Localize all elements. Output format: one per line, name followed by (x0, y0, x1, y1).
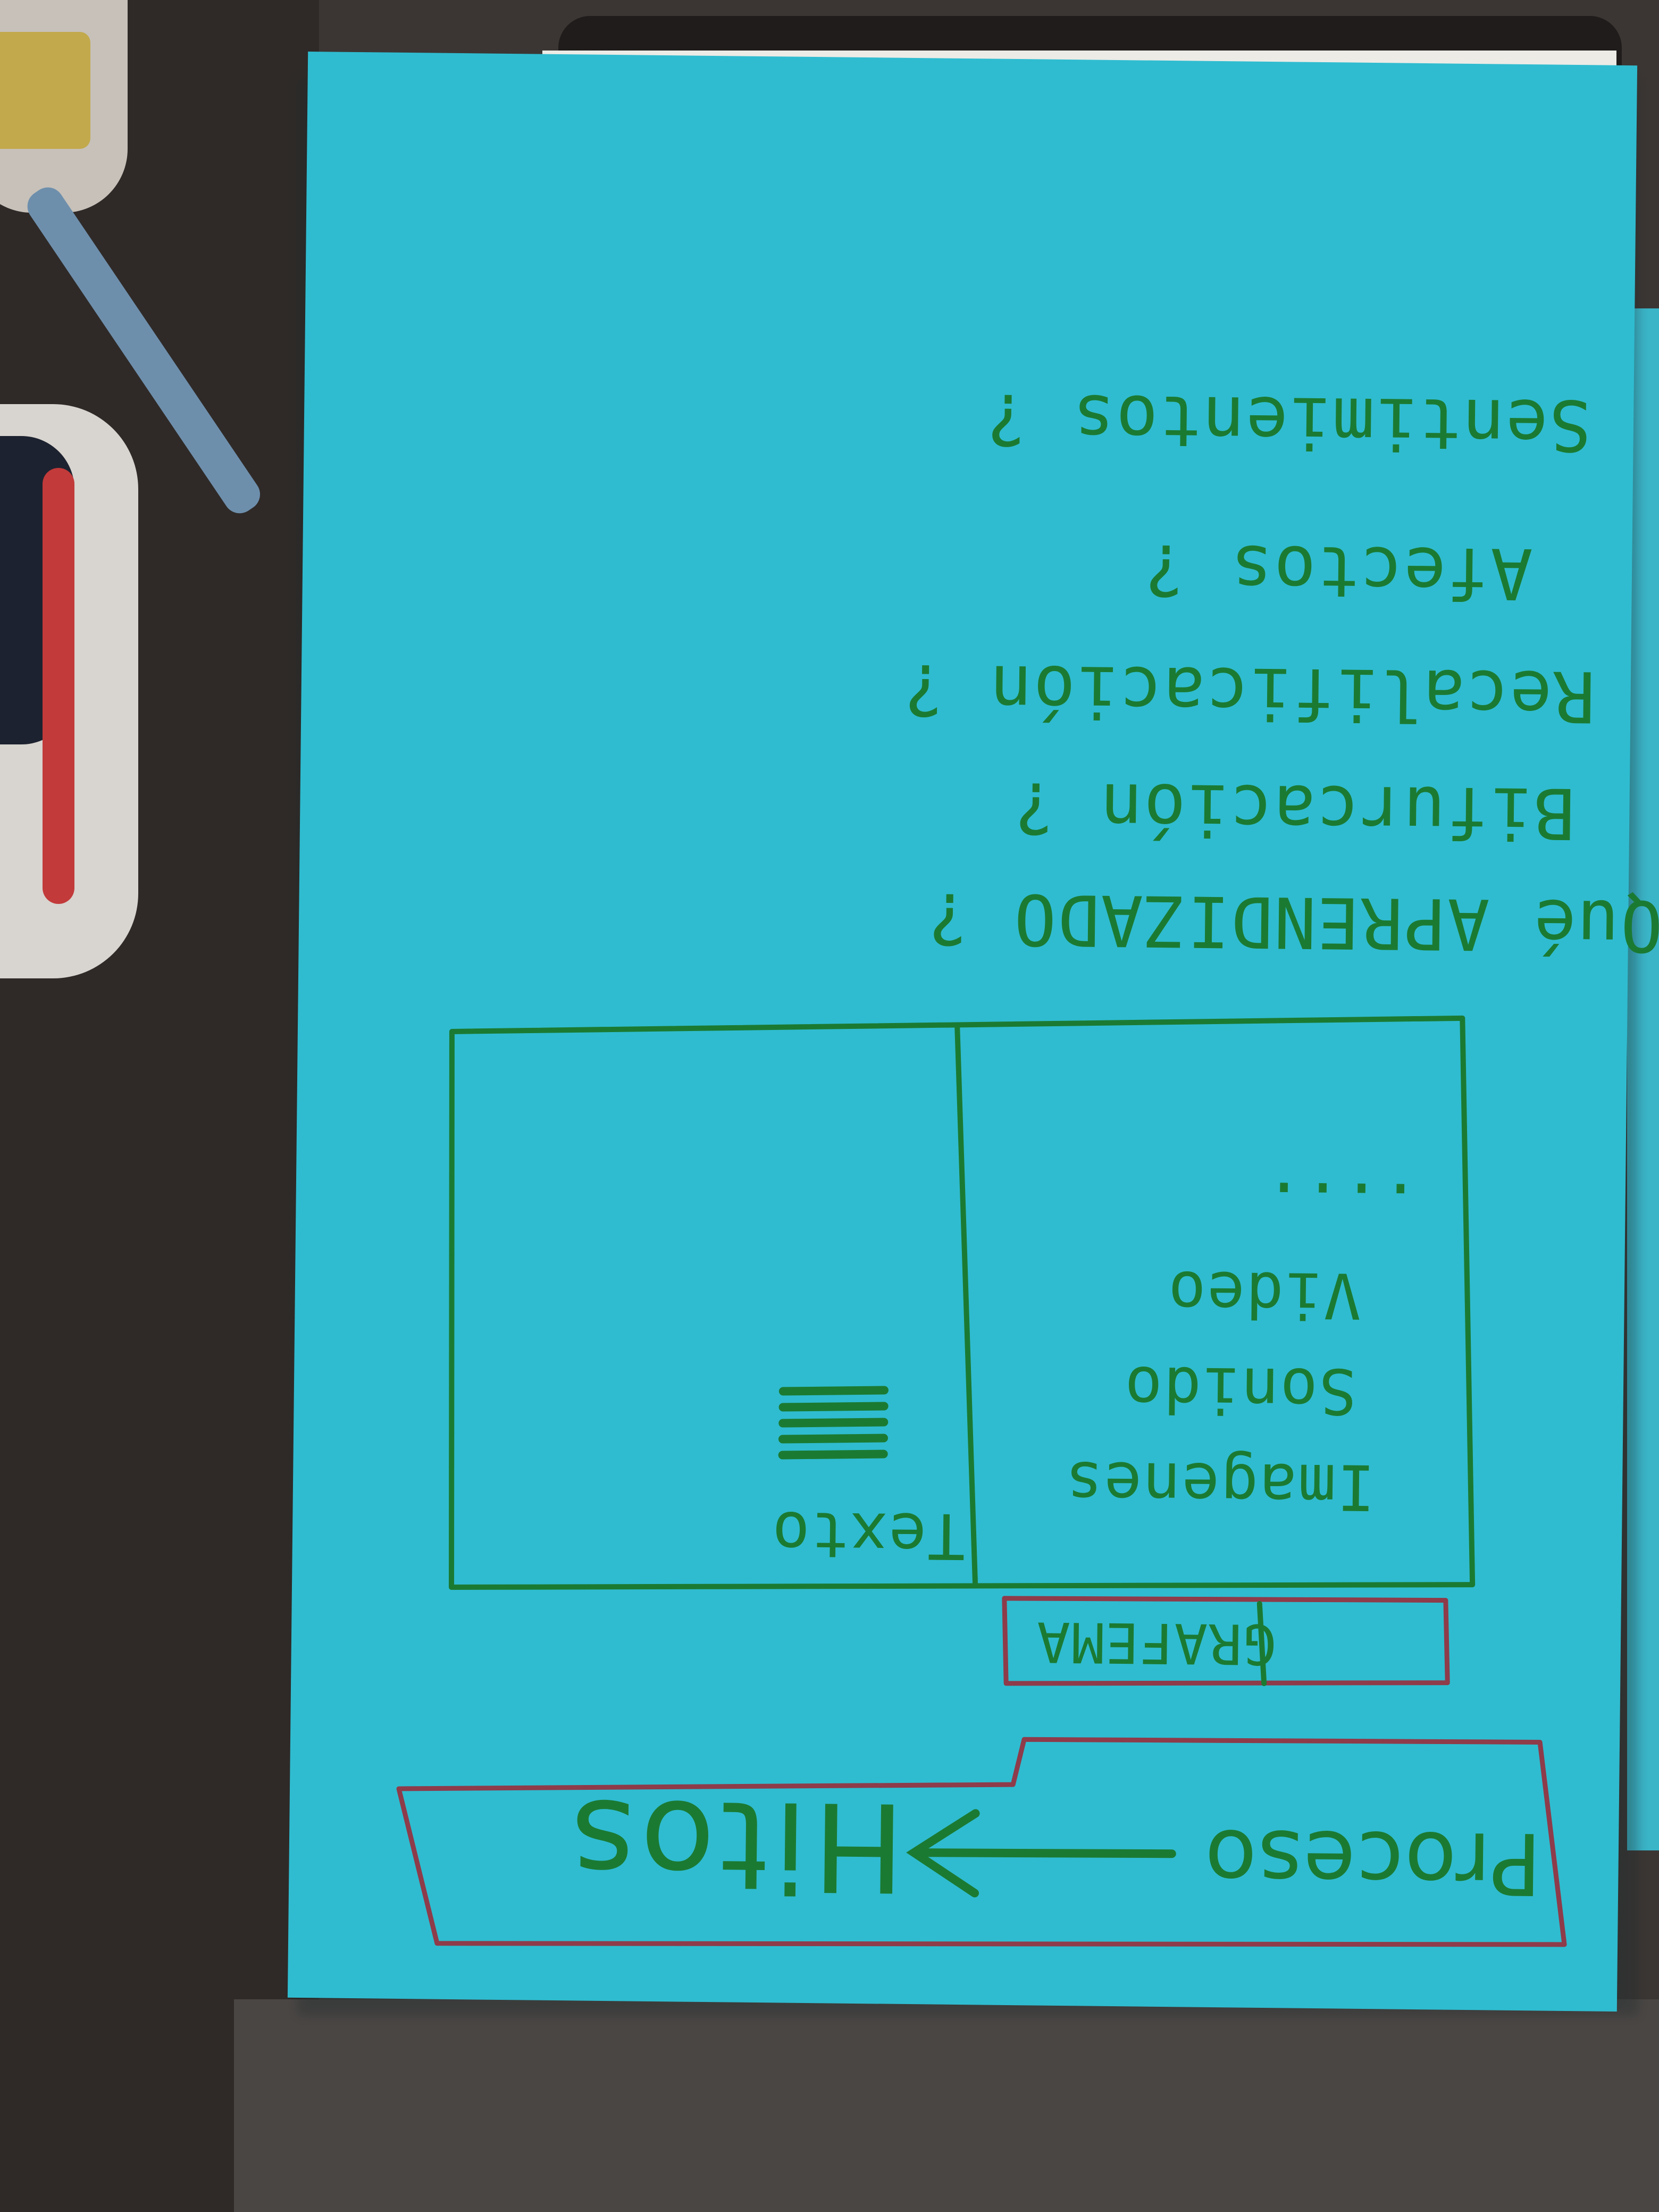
text-lines-symbol (778, 1386, 889, 1460)
note-drawing (396, 1015, 1567, 1947)
diagram-item-sonido: Sonido (1123, 1352, 1357, 1428)
question-recalificacion: Recalificación ? (901, 648, 1596, 738)
diagram-divider (954, 1022, 978, 1588)
arrow-icon (906, 1809, 1176, 1898)
diagram-item-imagenes: Imagenes (1063, 1447, 1376, 1524)
footer-hitos: Hitos (565, 1772, 906, 1917)
question-aprendizado: Qué APRENDIZADO ? (926, 877, 1659, 967)
footer-arrow-box (396, 1737, 1567, 1947)
diagram-label-texto: Texto (770, 1497, 966, 1573)
grafema-box (1002, 1596, 1450, 1687)
blue-paper-note: Qué APRENDIZADO ? Bifurcación ? Recalifi… (287, 52, 1659, 2012)
footer-proceso: Proceso (1203, 1810, 1543, 1914)
question-bifurcacion: Bifurcación ? (1012, 766, 1577, 854)
diagram-box (449, 1015, 1476, 1590)
diagram-item-ellipsis: .... (1263, 1167, 1420, 1243)
chair-seat (234, 1999, 1659, 2212)
caption-grafema: GRAFEMA (1035, 1609, 1277, 1677)
sneaker-laces (43, 468, 74, 904)
second-paper-edge (1627, 308, 1659, 1850)
question-afectos: Afectos ? (1142, 528, 1534, 615)
question-sentimientos: Sentimientos ? (984, 378, 1592, 466)
diagram-item-video: Video (1167, 1257, 1362, 1333)
floor-background (0, 0, 319, 2212)
sneaker-top-detail (0, 32, 90, 149)
